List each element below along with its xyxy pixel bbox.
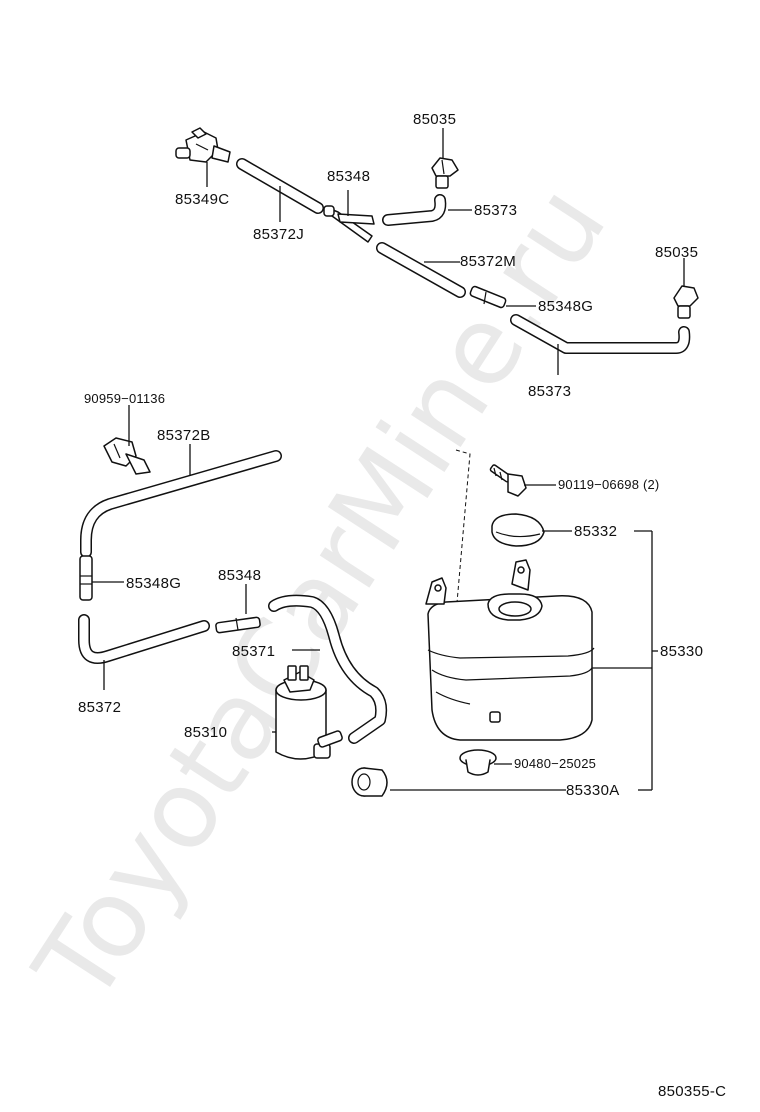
- label-90480-25025: 90480−25025: [514, 756, 596, 771]
- hose-85371: [268, 594, 388, 744]
- figure-code: 850355-C: [658, 1083, 726, 1100]
- label-85373-bottom: 85373: [528, 383, 571, 400]
- label-85035-top: 85035: [413, 111, 456, 128]
- label-85372: 85372: [78, 699, 121, 716]
- joint-85348g-top: [469, 285, 507, 309]
- hose-85373-right: [510, 314, 691, 354]
- joint-85348g-left: [79, 555, 93, 601]
- grommet-85330a: [351, 767, 388, 797]
- label-85372b: 85372B: [157, 427, 211, 444]
- label-85310: 85310: [184, 724, 227, 741]
- watermark: ToyotaCarMine.ru: [11, 165, 630, 1025]
- label-85348-mid: 85348: [218, 567, 261, 584]
- label-85348g-left: 85348G: [126, 575, 181, 592]
- nozzle-85035-top: [431, 157, 459, 189]
- pump-85310: [275, 665, 343, 760]
- joint-85348-top: [323, 205, 375, 243]
- label-85373-top: 85373: [474, 202, 517, 219]
- label-85330: 85330: [660, 643, 703, 660]
- cap-85332: [491, 513, 545, 547]
- hose-85372: [78, 614, 210, 664]
- joint-85348-mid: [215, 616, 261, 634]
- label-85035-right: 85035: [655, 244, 698, 261]
- bolt-90119-06698: [489, 464, 527, 497]
- label-85372j: 85372J: [253, 226, 304, 243]
- label-90119-06698: 90119−06698 (2): [558, 477, 659, 492]
- label-90959-01136: 90959−01136: [84, 391, 165, 406]
- hose-85373-top: [382, 194, 447, 226]
- tank-85330: [425, 559, 595, 741]
- check-valve-85349c: [175, 127, 231, 163]
- label-85371: 85371: [232, 643, 275, 660]
- nozzle-85035-right: [673, 285, 699, 319]
- hose-85372b: [80, 450, 282, 558]
- label-85372m: 85372M: [460, 253, 516, 270]
- hose-85372m: [376, 242, 466, 298]
- bracket-85330: [634, 530, 658, 791]
- clip-90959-01136: [103, 437, 151, 475]
- grommet-90480-25025: [459, 749, 497, 776]
- label-85348-top: 85348: [327, 168, 370, 185]
- label-85330a: 85330A: [566, 782, 620, 799]
- label-85349c: 85349C: [175, 191, 229, 208]
- label-85332: 85332: [574, 523, 617, 540]
- label-85348g-top: 85348G: [538, 298, 593, 315]
